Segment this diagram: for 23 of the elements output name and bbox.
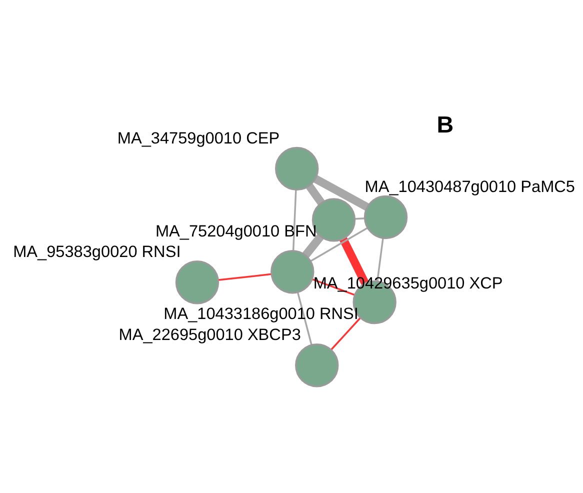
node-label: MA_34759g0010 CEP [117,129,280,148]
node-circle [175,260,220,304]
node-label: MA_10430487g0010 PaMC5 [364,178,576,196]
node-label: MA_75204g0010 BFN [155,222,317,240]
connector [306,184,325,205]
connector [302,234,324,258]
connector [292,190,297,250]
connector [340,237,369,285]
connector [296,292,312,345]
node-label: MA_22695g0010 XBCP3 [118,326,301,344]
node-circle [275,146,319,191]
node-circle [295,344,339,388]
connector [310,227,368,262]
connector [376,238,384,282]
label: B [436,111,454,138]
node-label: MA_95383g0020 RNSI [13,242,181,261]
node-label: MA_10433186g0010 RNSI [164,304,358,323]
connector [218,273,272,281]
node-circle [364,195,408,240]
connector [314,175,370,211]
node-circle [270,250,314,294]
connector [330,317,361,350]
connector [354,217,365,220]
